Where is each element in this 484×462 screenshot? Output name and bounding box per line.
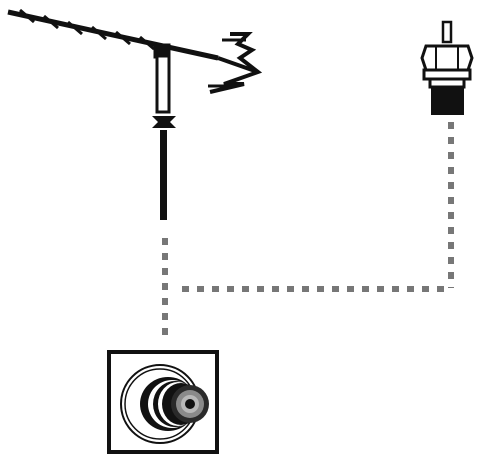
coaxial-wall-socket-icon [107,350,219,454]
rf-f-connector-icon [420,20,474,115]
tv-antenna-icon [7,8,263,220]
cable-from-connector [176,122,454,292]
